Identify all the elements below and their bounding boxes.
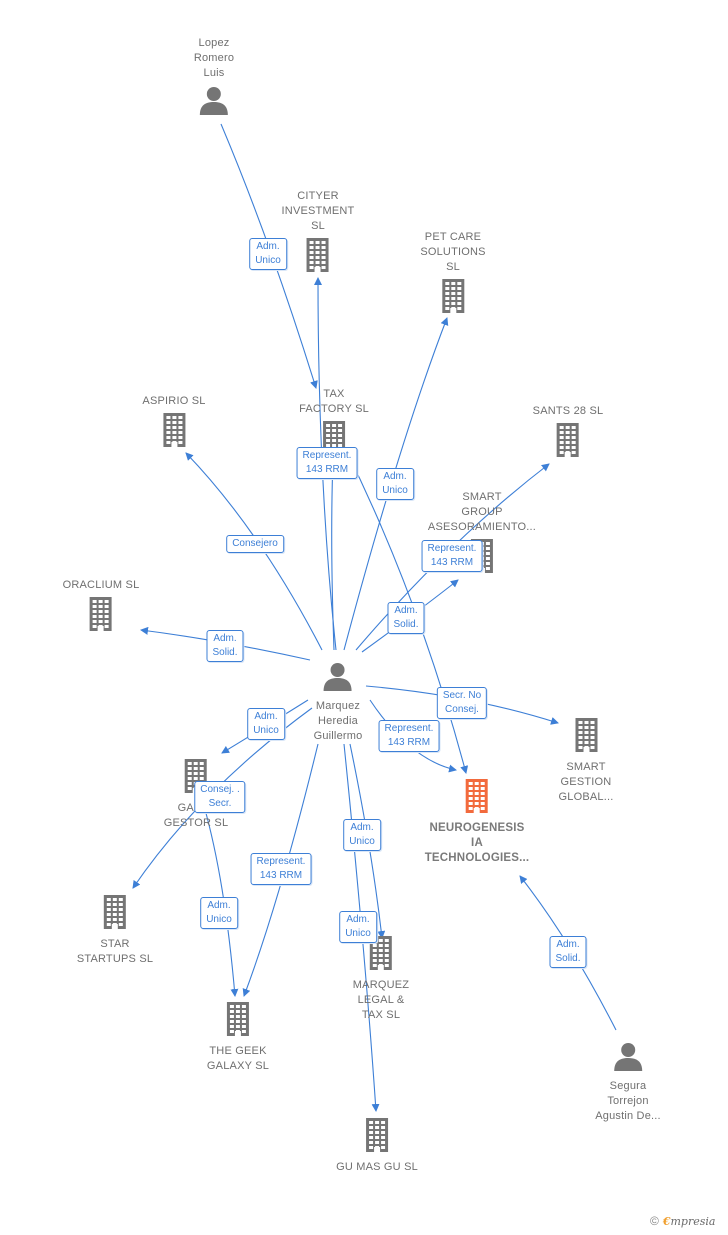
node-label: SANTS 28 SL: [532, 404, 604, 417]
node-label: SMART GROUP ASESORAMIENTO...: [427, 490, 537, 533]
node-neuro[interactable]: NEUROGENESIS IA TECHNOLOGIES...: [424, 778, 530, 866]
node-marquezlegal[interactable]: MARQUEZ LEGAL & TAX SL: [352, 935, 410, 1023]
relation-label[interactable]: Adm. Unico: [343, 819, 381, 851]
building-icon: [463, 778, 491, 818]
building-icon: [101, 894, 129, 934]
building-icon: [439, 278, 467, 318]
relation-label[interactable]: Represent. 143 RRM: [421, 540, 483, 572]
building-icon: [160, 412, 188, 452]
node-oraclium[interactable]: ORACLIUM SL: [63, 578, 140, 636]
building-icon: [87, 596, 115, 636]
building-icon: [367, 935, 395, 975]
node-marquez[interactable]: Marquez Heredia Guillermo: [314, 661, 363, 744]
node-segura[interactable]: Segura Torrejon Agustin De...: [595, 1041, 661, 1124]
building-icon: [224, 1001, 252, 1041]
node-label: NEUROGENESIS IA TECHNOLOGIES...: [424, 821, 530, 864]
building-icon: [363, 1117, 391, 1157]
node-label: CITYER INVESTMENT SL: [281, 189, 355, 232]
relation-label[interactable]: Adm. Solid.: [387, 602, 425, 634]
relation-label[interactable]: Represent. 143 RRM: [250, 853, 312, 885]
node-label: THE GEEK GALAXY SL: [206, 1044, 270, 1072]
node-star[interactable]: STAR STARTUPS SL: [76, 894, 154, 967]
person-icon: [199, 85, 229, 120]
node-petcare[interactable]: PET CARE SOLUTIONS SL: [420, 230, 485, 318]
relation-label[interactable]: Adm. Unico: [249, 238, 287, 270]
node-cityer[interactable]: CITYER INVESTMENT SL: [282, 189, 355, 277]
node-label: GU MAS GU SL: [336, 1160, 418, 1173]
node-label: MARQUEZ LEGAL & TAX SL: [352, 978, 410, 1021]
relation-label[interactable]: Adm. Unico: [376, 468, 414, 500]
relation-label[interactable]: Adm. Unico: [200, 897, 238, 929]
node-geek[interactable]: THE GEEK GALAXY SL: [206, 1001, 270, 1074]
edge-2: [343, 317, 449, 651]
edge-4: [328, 459, 337, 651]
relation-label[interactable]: Secr. No Consej.: [436, 687, 488, 719]
node-label: STAR STARTUPS SL: [76, 937, 154, 965]
relation-label[interactable]: Adm. Solid.: [549, 936, 587, 968]
node-aspirio[interactable]: ASPIRIO SL: [142, 394, 205, 452]
node-label: PET CARE SOLUTIONS SL: [420, 230, 486, 273]
building-icon: [572, 717, 600, 757]
node-label: ASPIRIO SL: [142, 394, 206, 407]
node-lopez[interactable]: Lopez Romero Luis: [194, 36, 234, 120]
node-sants28[interactable]: SANTS 28 SL: [533, 404, 604, 462]
relation-label[interactable]: Consejero: [226, 535, 284, 553]
relation-label[interactable]: Consej. . Secr.: [194, 781, 246, 813]
node-label: Segura Torrejon Agustin De...: [595, 1079, 661, 1122]
empresia-logo: €mpresia: [662, 1214, 716, 1228]
empresia-brand[interactable]: © €mpresia: [650, 1214, 715, 1228]
relation-label[interactable]: Represent. 143 RRM: [378, 720, 440, 752]
relation-label[interactable]: Adm. Unico: [339, 911, 377, 943]
person-icon: [613, 1041, 643, 1076]
relation-label[interactable]: Adm. Solid.: [206, 630, 244, 662]
node-label: Marquez Heredia Guillermo: [313, 699, 363, 742]
node-taxfactory[interactable]: TAX FACTORY SL: [299, 387, 369, 460]
node-label: SMART GESTION GLOBAL...: [558, 760, 614, 803]
node-label: ORACLIUM SL: [62, 578, 140, 591]
relation-label[interactable]: Adm. Unico: [247, 708, 285, 740]
edge-14: [203, 805, 239, 997]
node-label: Lopez Romero Luis: [193, 36, 235, 79]
node-smartgestion[interactable]: SMART GESTION GLOBAL...: [558, 717, 614, 805]
node-label: TAX FACTORY SL: [299, 387, 369, 415]
person-icon: [323, 661, 353, 696]
copyright-symbol: ©: [650, 1214, 659, 1228]
building-icon: [554, 422, 582, 462]
relation-label[interactable]: Represent. 143 RRM: [296, 447, 358, 479]
node-gumas[interactable]: GU MAS GU SL: [336, 1117, 418, 1175]
building-icon: [304, 237, 332, 277]
